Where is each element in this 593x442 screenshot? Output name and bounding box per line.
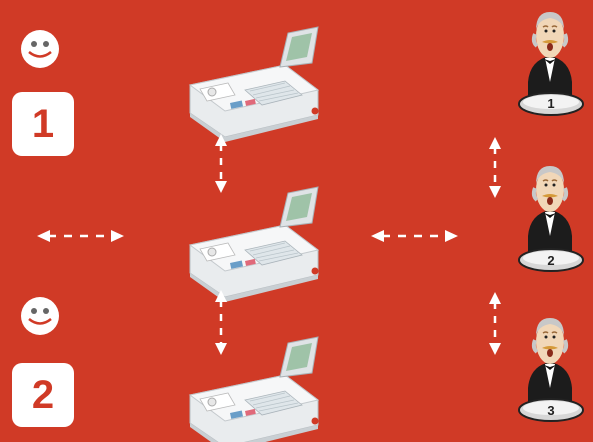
double-arrow-vertical-center-top (215, 134, 227, 193)
double-arrow-horizontal-left (37, 230, 124, 242)
tray-number-1: 1 (547, 96, 554, 111)
waiter-icon (528, 166, 572, 261)
double-arrow-horizontal-right (371, 230, 458, 242)
cash-register-icon (190, 27, 319, 142)
tray-number-2: 2 (547, 253, 554, 268)
double-arrow-vertical-right-bottom (489, 292, 501, 355)
tray-number-3: 3 (547, 403, 554, 418)
cash-register-icon (190, 187, 319, 302)
cash-register-icon (190, 337, 319, 442)
double-arrow-vertical-center-bottom (215, 290, 227, 355)
double-arrow-vertical-right-top (489, 137, 501, 198)
